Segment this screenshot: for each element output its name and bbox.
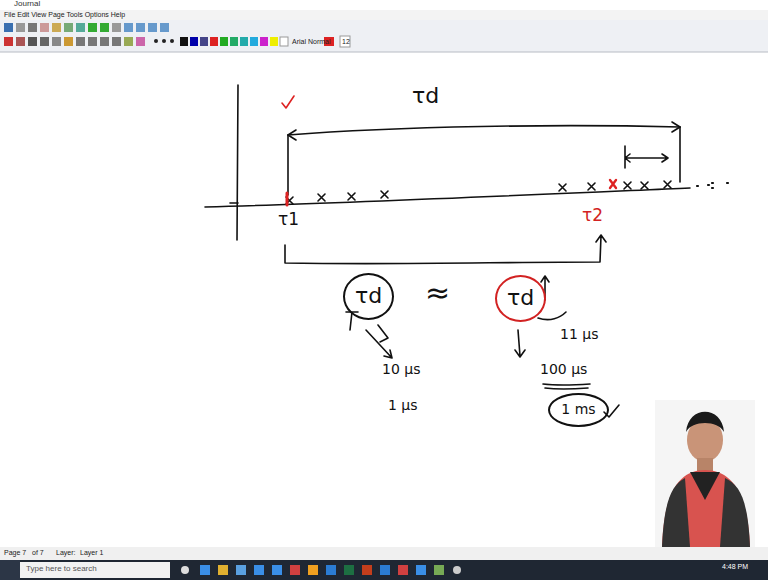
- approx-sign: ≈: [425, 276, 450, 309]
- down-arrow-2: [515, 330, 525, 357]
- delay-symbol: τd: [412, 84, 439, 108]
- time-value: 11 μs: [560, 327, 598, 342]
- time-value: 1 μs: [388, 398, 418, 413]
- circled-text: τd: [355, 284, 382, 308]
- small-interval: [625, 146, 668, 168]
- time-value: 100 μs: [540, 362, 587, 377]
- interval-arrow: [288, 126, 680, 135]
- presenter: [655, 400, 755, 547]
- time-axis: [205, 188, 690, 207]
- layer-name: Layer 1: [80, 549, 103, 557]
- event-marks: [286, 181, 671, 204]
- handwritten-sketch: [205, 85, 728, 417]
- search-box: [20, 562, 170, 578]
- layer-caption: Layer:: [56, 549, 75, 557]
- window-title: Journal: [14, 0, 40, 9]
- toolbar-icons: [4, 23, 350, 47]
- time-value: 10 μs: [382, 362, 420, 377]
- menu-items: File Edit View Page Tools Options Help: [4, 11, 125, 19]
- time-symbol: τ1: [278, 210, 299, 229]
- check-mark: [604, 405, 619, 417]
- clock: 4:48 PM: [722, 563, 748, 571]
- menu-bar: [0, 10, 768, 20]
- page-number: Page 7: [4, 549, 26, 557]
- circled-term: 1 ms: [548, 393, 609, 427]
- underline: [543, 384, 590, 389]
- title-bar: [0, 0, 768, 10]
- status-bar: [0, 547, 768, 560]
- search-hint: Type here to search: [26, 565, 97, 574]
- font-size: 12: [342, 38, 350, 46]
- time-symbol: τ2: [582, 206, 603, 225]
- taskbar: [0, 560, 768, 580]
- circled-text: τd: [507, 286, 534, 310]
- taskbar-icons: [181, 565, 461, 575]
- down-arrow: [366, 330, 392, 358]
- circled-term: τd: [495, 275, 546, 322]
- toolbar-border: [0, 52, 768, 53]
- pointer: [346, 312, 358, 330]
- toolbar: [0, 20, 768, 52]
- circled-text: 1 ms: [561, 402, 595, 417]
- page-count: of 7: [32, 549, 44, 557]
- circled-term: τd: [343, 273, 394, 320]
- font-name: Arial Normal: [292, 38, 331, 46]
- start-button: [0, 560, 20, 580]
- bracket-arrow: [285, 235, 606, 264]
- vertical-axis: [237, 85, 238, 240]
- red-check: [282, 96, 294, 108]
